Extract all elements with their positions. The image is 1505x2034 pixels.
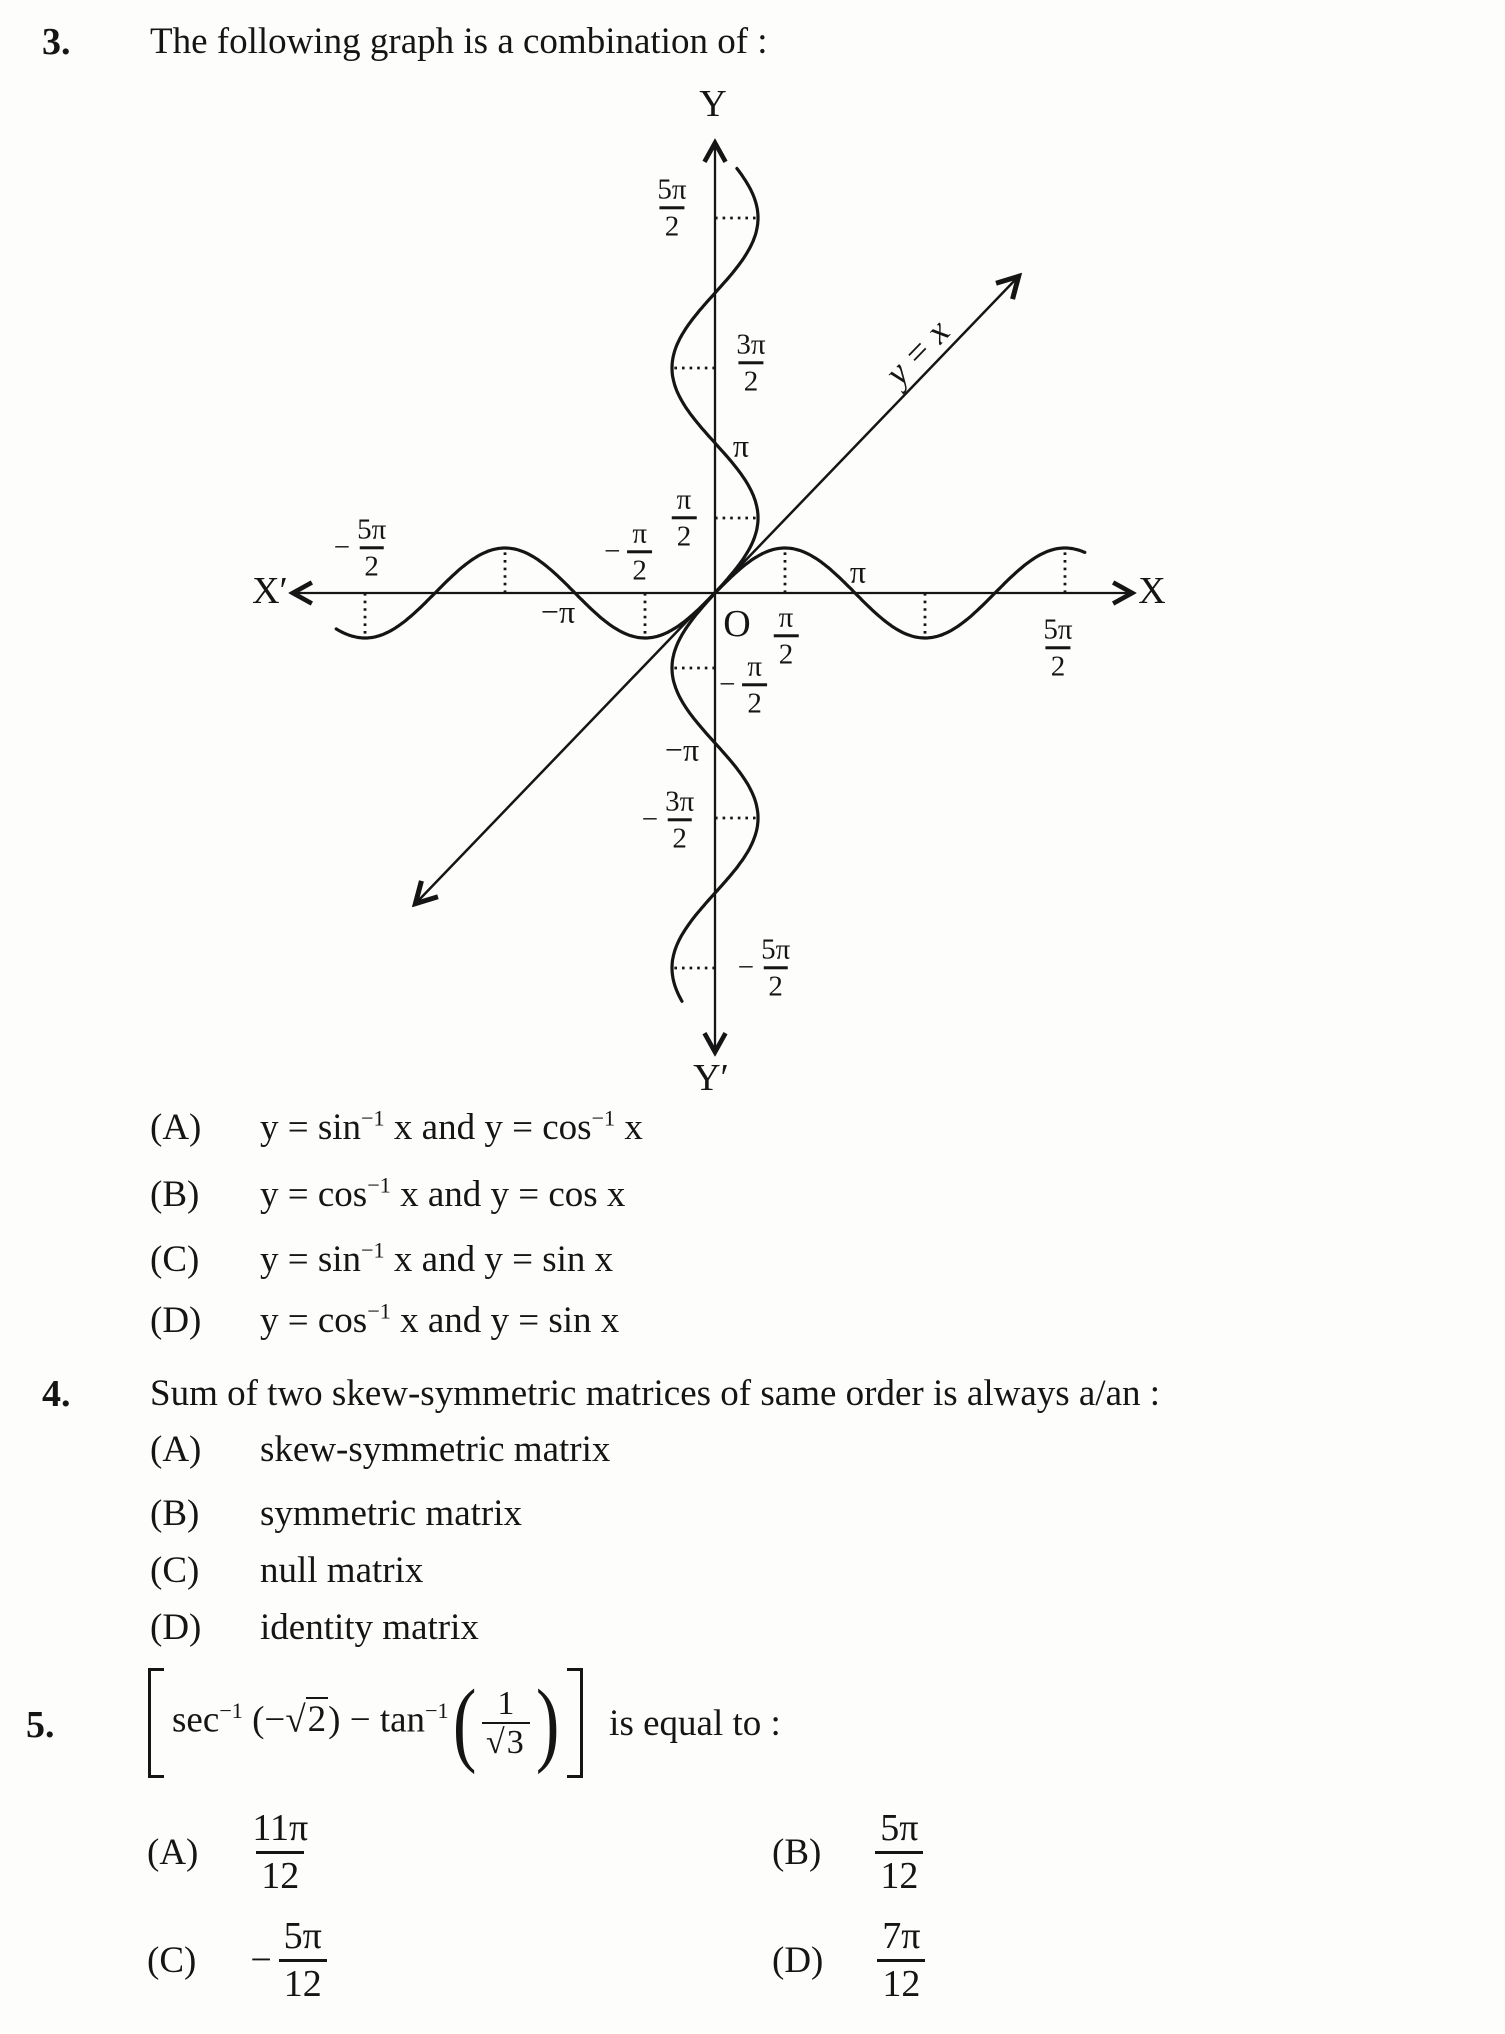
q3-option-d: (D) y = cos−1 x and y = sin x — [150, 1299, 619, 1343]
x-axis-negative-label: X′ — [252, 570, 288, 612]
y-tick-label: π — [732, 427, 750, 464]
q5-expression: sec−1 (−√2) − tan−1(1√3) — [148, 1668, 584, 1778]
q3-option-c-text: y = sin−1 x and y = sin x — [260, 1237, 614, 1280]
q4-option-a-label: (A) — [150, 1429, 202, 1470]
q3-option-b-text: y = cos−1 x and y = cos x — [260, 1172, 626, 1215]
q3-option-c: (C) y = sin−1 x and y = sin x — [150, 1238, 613, 1282]
q3-option-a-label: (A) — [150, 1107, 202, 1148]
q5-option-d-label: (D) — [772, 1939, 824, 1981]
origin-label: O — [723, 603, 751, 645]
q4-option-b-text: symmetric matrix — [260, 1493, 523, 1534]
q4-option-c: (C) null matrix — [150, 1549, 423, 1593]
q4-option-d-label: (D) — [150, 1607, 202, 1648]
y-tick-label: −π — [664, 731, 700, 768]
q3-option-c-label: (C) — [150, 1239, 200, 1280]
q4-option-a-text: skew-symmetric matrix — [260, 1429, 611, 1470]
q3-option-a-text: y = sin−1 x and y = cos−1 x — [260, 1105, 643, 1148]
x-tick-label: −π — [540, 593, 576, 630]
question-4-number: 4. — [42, 1373, 71, 1415]
q5-option-b-label: (B) — [772, 1831, 822, 1873]
y-axis-positive-label: Y — [699, 83, 727, 125]
q5-option-c-label: (C) — [147, 1939, 197, 1981]
x-axis-positive-label: X — [1138, 570, 1166, 612]
q4-option-d-text: identity matrix — [260, 1607, 479, 1648]
q5-option-a-label: (A) — [147, 1831, 199, 1873]
question-5-expression-row: sec−1 (−√2) − tan−1(1√3) is equal to : — [148, 1658, 781, 1788]
question-3-number: 3. — [42, 21, 71, 63]
q4-option-b: (B) symmetric matrix — [150, 1492, 522, 1536]
x-tick-label: π — [849, 553, 867, 590]
q3-option-b: (B) y = cos−1 x and y = cos x — [150, 1173, 625, 1217]
q3-option-b-label: (B) — [150, 1174, 200, 1215]
q4-option-b-label: (B) — [150, 1493, 200, 1534]
question-5-number: 5. — [26, 1704, 55, 1746]
q4-option-c-label: (C) — [150, 1550, 200, 1591]
y-axis-negative-label: Y′ — [693, 1057, 729, 1099]
q4-option-c-text: null matrix — [260, 1550, 424, 1591]
q5-suffix-text: is equal to : — [609, 1702, 781, 1744]
q3-option-a: (A) y = sin−1 x and y = cos−1 x — [150, 1106, 643, 1150]
question-4-text: Sum of two skew-symmetric matrices of sa… — [150, 1373, 1161, 1414]
q3-option-d-label: (D) — [150, 1300, 202, 1341]
question-3-text: The following graph is a combination of … — [150, 21, 768, 62]
graph-canvas — [190, 60, 1195, 1105]
arcsine-curve — [670, 166, 760, 1003]
q3-option-d-text: y = cos−1 x and y = sin x — [260, 1298, 620, 1341]
q4-option-a: (A) skew-symmetric matrix — [150, 1428, 610, 1472]
q4-option-d: (D) identity matrix — [150, 1606, 479, 1650]
